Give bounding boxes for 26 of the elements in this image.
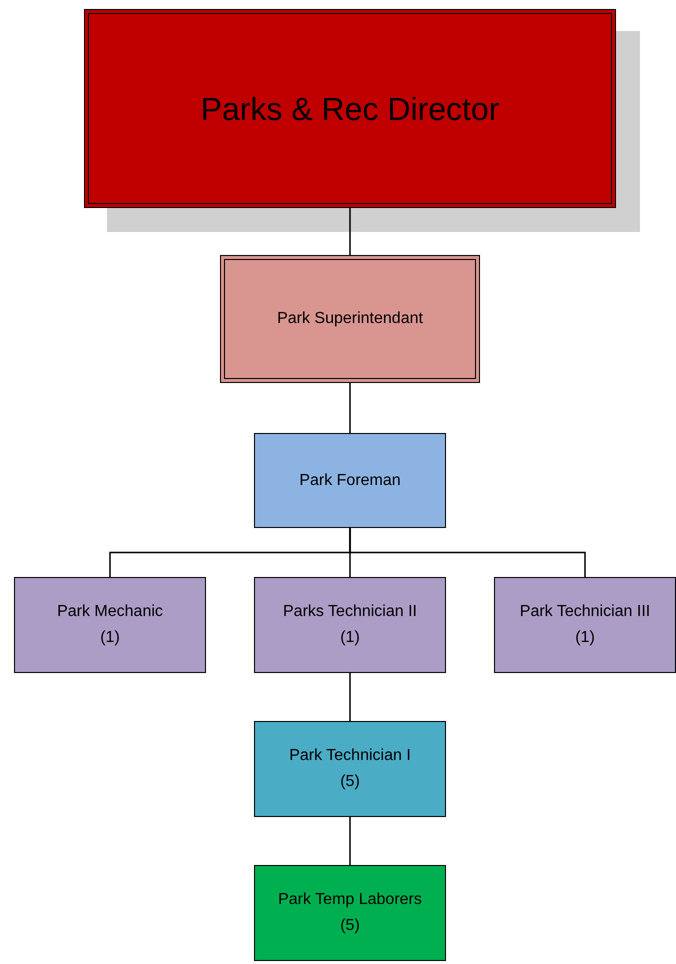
position-title: Park Superintendant: [277, 309, 423, 329]
position-box: [494, 577, 676, 673]
position-count: (1): [575, 628, 595, 648]
position-title: Park Technician III: [520, 602, 650, 622]
position-box: [254, 865, 446, 961]
connector-line: [349, 528, 586, 577]
position-count: (1): [100, 628, 120, 648]
position-count: (5): [340, 772, 360, 792]
position-title: Park Mechanic: [57, 602, 163, 622]
position-count: (1): [340, 628, 360, 648]
position-count: (5): [340, 916, 360, 936]
connector-line: [349, 383, 351, 433]
position-title: Park Foreman: [299, 470, 401, 490]
connector-line: [349, 817, 351, 865]
position-box: [14, 577, 206, 673]
position-box: [220, 255, 480, 383]
position-title: Park Technician I: [289, 746, 411, 766]
position-title: Parks Technician II: [283, 602, 417, 622]
connector-line: [349, 208, 351, 255]
position-box: [254, 721, 446, 817]
position-title: Parks & Rec Director: [200, 96, 500, 122]
position-box: [254, 433, 446, 528]
position-box: [254, 577, 446, 673]
position-title: Park Temp Laborers: [278, 890, 422, 910]
position-box: [84, 9, 616, 208]
connector-line: [349, 673, 351, 721]
